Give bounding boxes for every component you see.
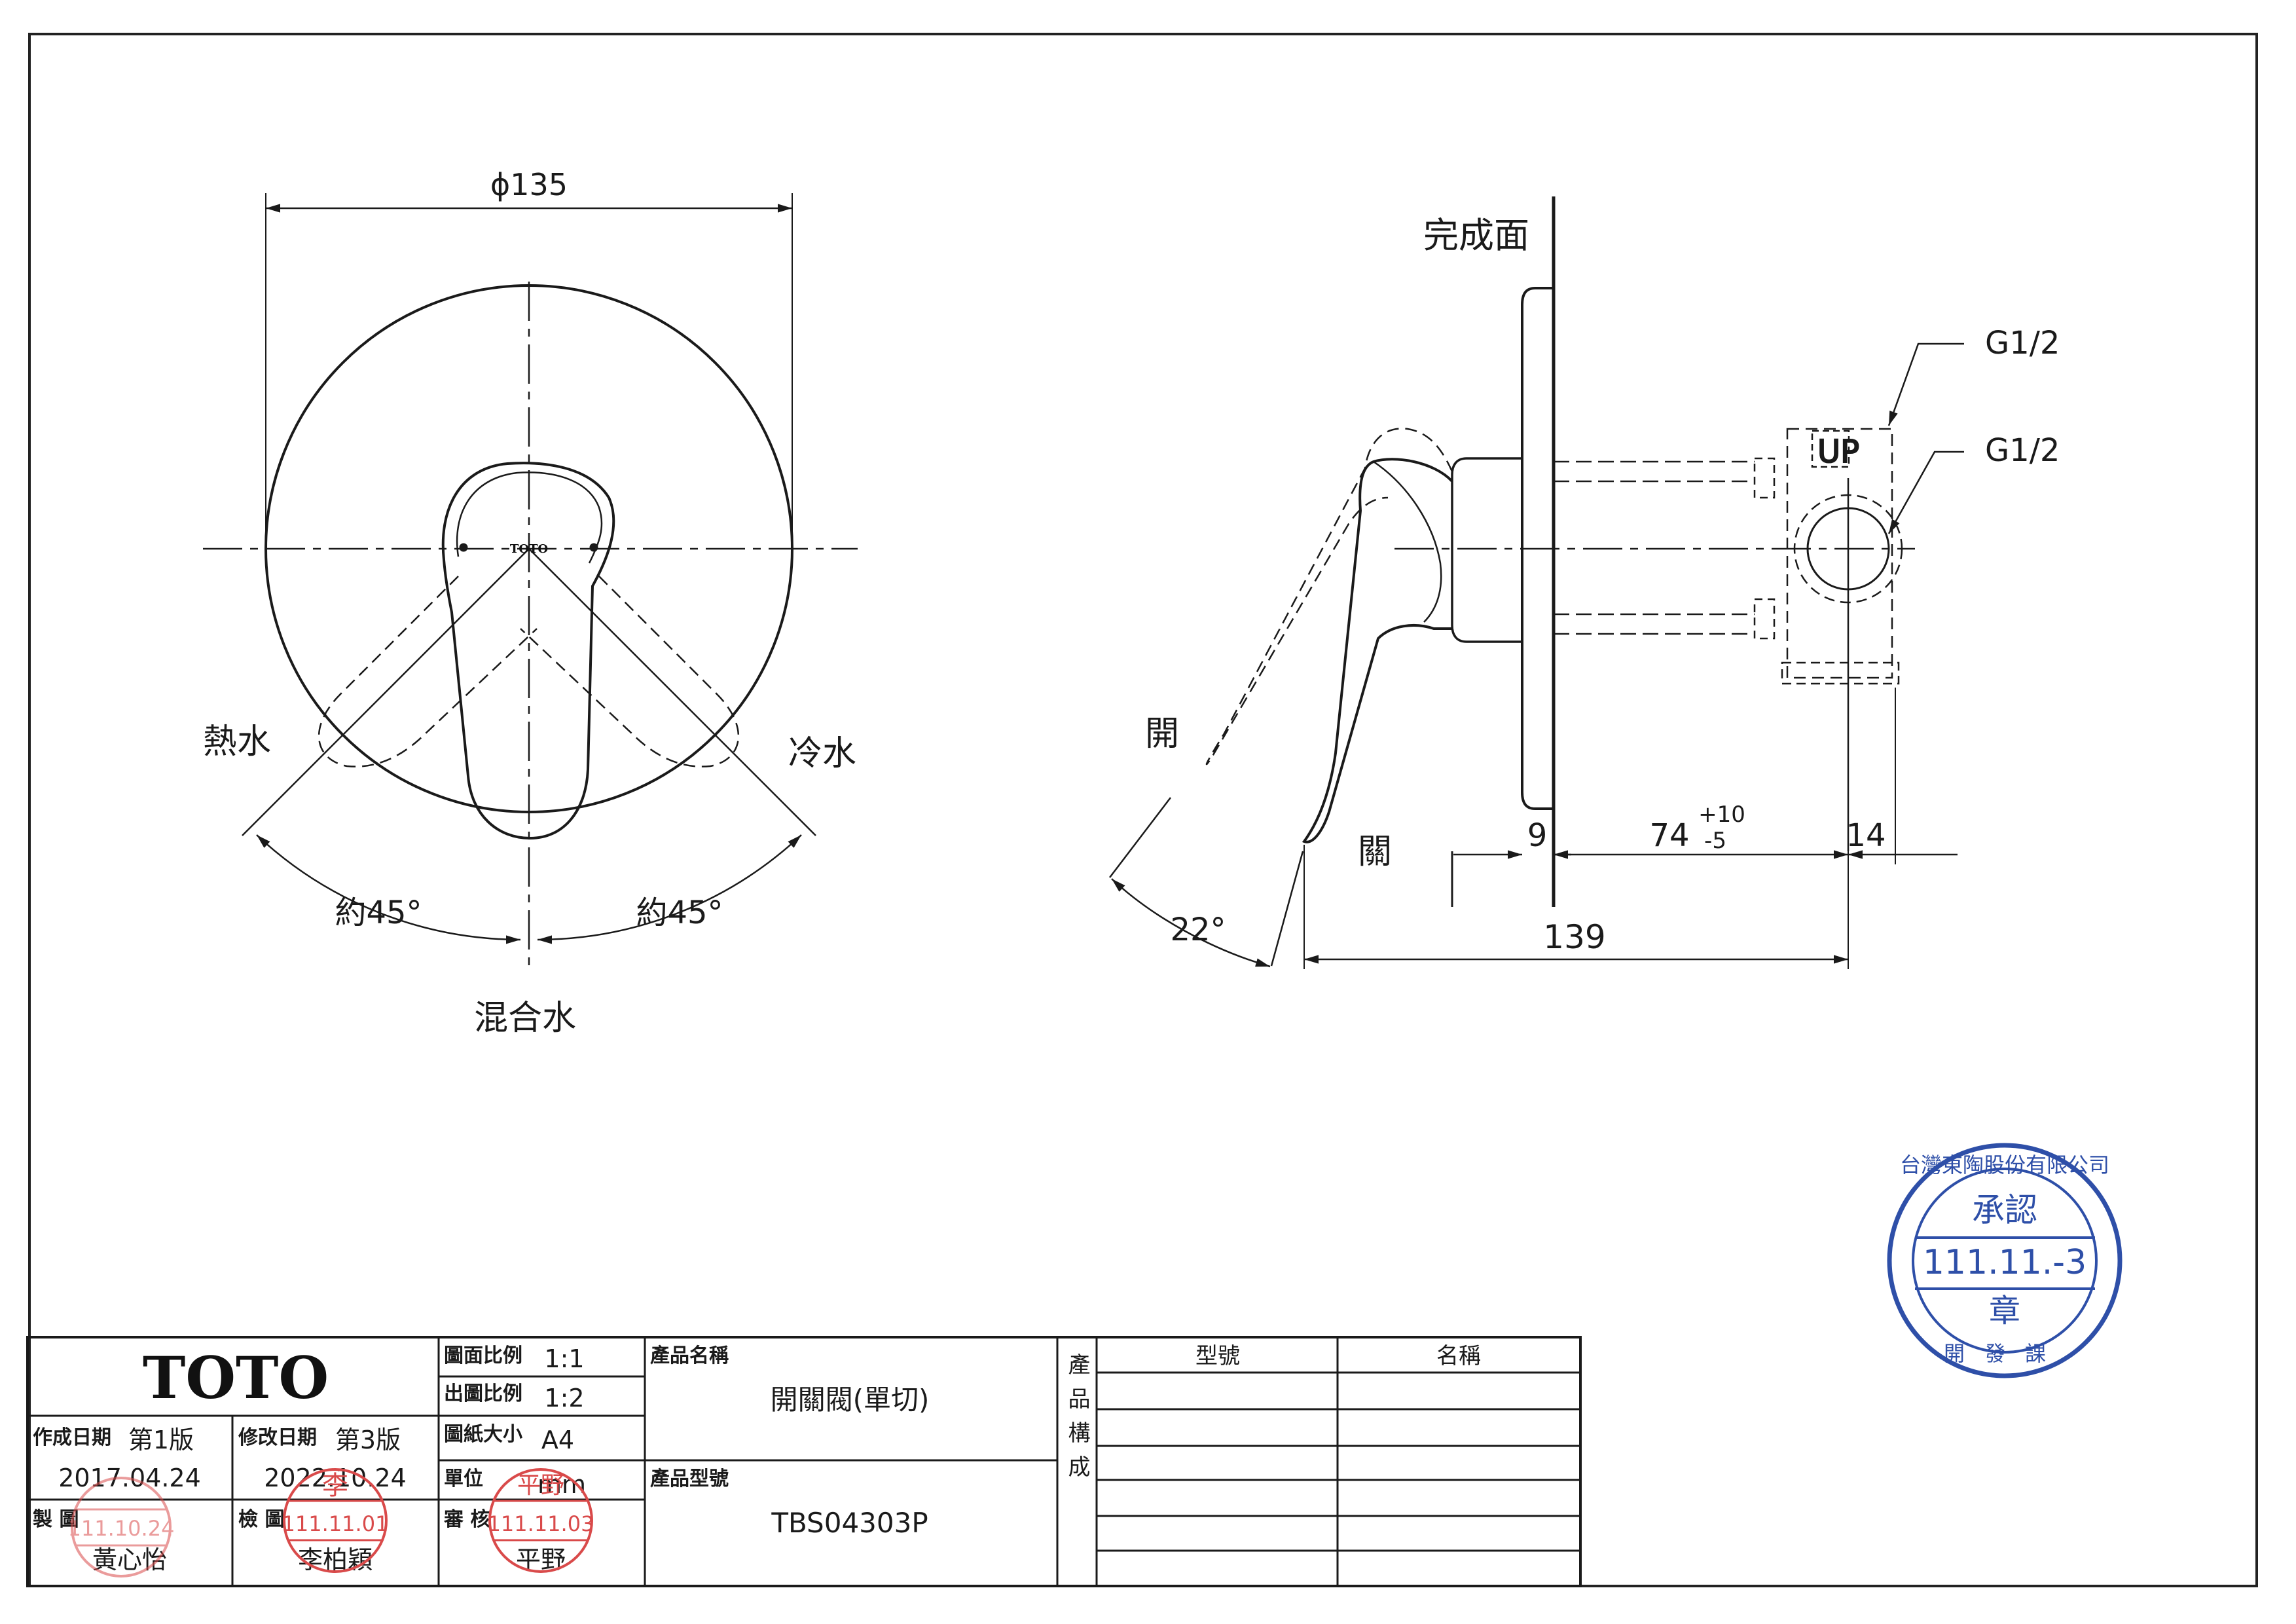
hot-angle-line [242,548,530,836]
dim-depth-value: 74 [1649,817,1689,854]
stamp-company-approval: 台灣東陶股份有限公司 承認 111.11.-3 章 開發課 [1887,1143,2123,1378]
title-block-logo: TOTO [143,1344,329,1412]
revised-edition: 第3版 [335,1426,401,1454]
angle-label-left: 約45° [335,895,422,931]
drafter-name: 黃心怡 [92,1545,167,1574]
dim-tolerance-plus: +10 [1698,802,1745,828]
svg-text:111.11.-3: 111.11.-3 [1923,1243,2086,1282]
valve-boss [1451,457,1522,643]
stamp-checker: 李 111.11.01 [282,1468,389,1573]
checker-name: 李柏穎 [298,1545,373,1574]
angle-label-right: 約45° [636,895,723,931]
angle-arc-right [537,834,802,944]
svg-text:111.11.01: 111.11.01 [282,1511,389,1536]
scale-value: 1:1 [544,1344,584,1373]
svg-text:111.11.03: 111.11.03 [488,1511,594,1536]
mixed-water-label: 混合水 [474,999,576,1038]
angle-22-arc [1111,878,1271,968]
dim-plate-value: 9 [1527,817,1548,854]
print-scale-value: 1:2 [544,1384,584,1412]
finish-surface-label: 完成面 [1423,215,1529,256]
stamp-drafter: 111.10.24 [68,1477,175,1578]
front-view [203,193,858,969]
created-label: 作成日期 [33,1426,111,1449]
svg-text:111.10.24: 111.10.24 [68,1516,175,1541]
lever-handle-side-dashed [1205,428,1453,766]
svg-text:開發課: 開發課 [1944,1341,2066,1366]
up-mark: UP [1817,434,1859,470]
product-name-label: 產品名稱 [650,1344,729,1367]
valve-body-dashed [1786,428,1893,679]
svg-text:平野: 平野 [517,1472,564,1499]
thread-label-right: G1/2 [1985,432,2060,469]
hot-water-label: 熱水 [203,722,271,762]
title-block [26,1336,1582,1587]
cold-water-label: 冷水 [788,734,856,773]
lever-cap-inner [456,471,603,564]
dim-end-value: 14 [1846,817,1886,854]
svg-text:李: 李 [322,1471,348,1501]
print-scale-label: 出圖比例 [444,1382,522,1405]
cap-logo: TOTO [510,542,548,556]
svg-text:台灣東陶股份有限公司: 台灣東陶股份有限公司 [1900,1153,2109,1177]
dim-tolerance-minus: -5 [1704,828,1726,854]
lever-handle-front [441,462,615,840]
angle-22-label: 22° [1170,912,1226,948]
side-view [1109,196,1964,969]
approved-label: 審 核 [443,1508,490,1531]
diameter-label: ϕ135 [490,167,568,202]
column-model-header: 型號 [1195,1343,1240,1369]
composition-label: 產品構成 [1064,1353,1090,1489]
product-model-value: TBS04303P [771,1507,928,1539]
paper-size-value: A4 [541,1426,574,1454]
scale-label: 圖面比例 [444,1344,522,1367]
stamp-approver: 平野 111.11.03 [488,1468,594,1573]
open-label: 開 [1145,714,1179,754]
sheet-border [28,33,2258,1587]
lever-handle-side [1302,458,1453,843]
paper-size-label: 圖紙大小 [444,1423,522,1446]
angle-arc-left [256,834,521,944]
created-edition: 第1版 [128,1426,194,1454]
lever-handle-right-dashed [520,576,740,767]
close-label: 關 [1358,832,1392,872]
product-name-value: 開關閥(單切) [771,1384,930,1416]
product-model-label: 產品型號 [650,1467,729,1490]
checked-label: 檢 圖 [238,1508,284,1531]
lever-handle-left-dashed [318,576,538,767]
thread-label-top: G1/2 [1985,325,2060,361]
unit-label: 單位 [444,1467,483,1490]
svg-text:章: 章 [1989,1293,2020,1329]
cold-angle-line [528,548,816,836]
column-name-header: 名稱 [1436,1343,1481,1369]
revised-label: 修改日期 [238,1426,317,1449]
dim-total-value: 139 [1543,918,1605,956]
svg-text:承認: 承認 [1972,1191,2037,1229]
